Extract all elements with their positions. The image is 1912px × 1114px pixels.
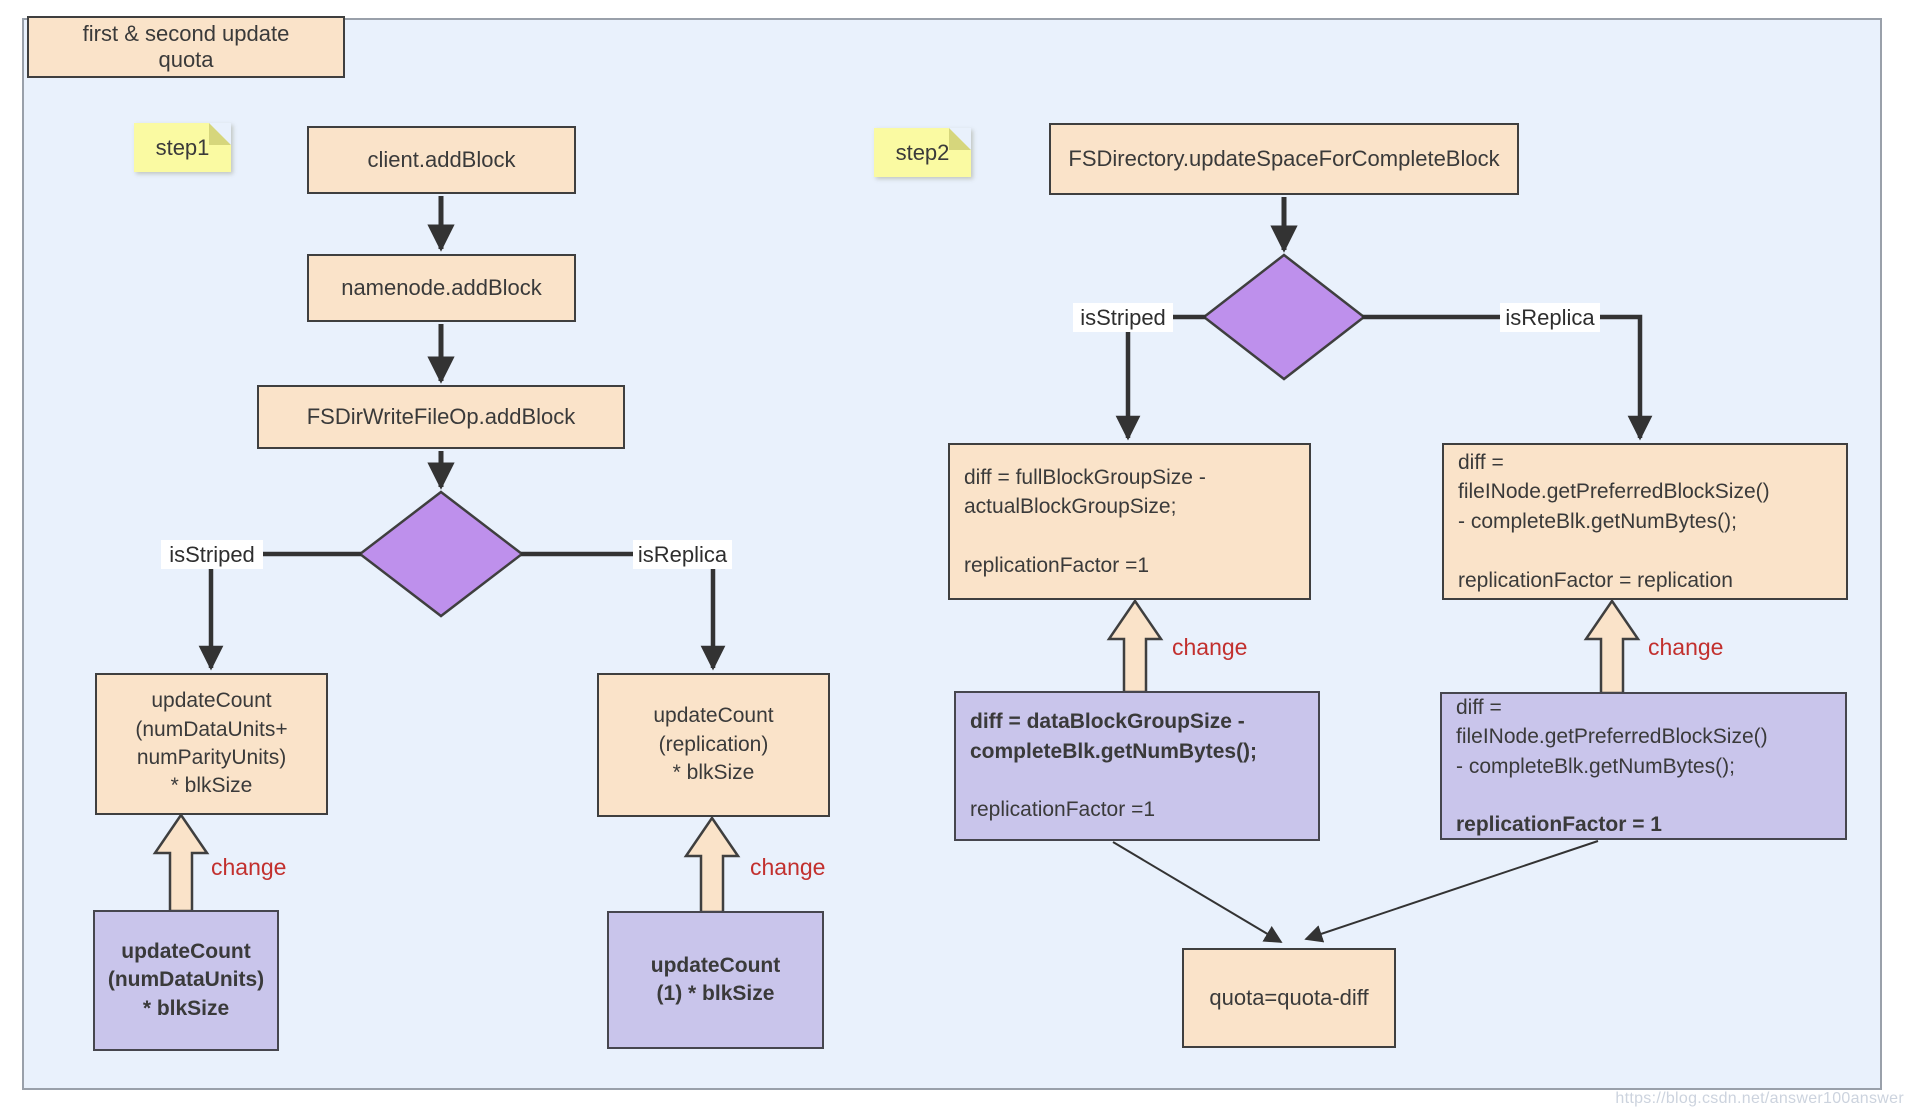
change-label-step1-striped: change	[211, 854, 287, 880]
changed-code-normal: diff = fileINode.getPreferredBlockSize()…	[1456, 695, 1768, 778]
arrow-striped-branch-step2	[1115, 314, 1206, 441]
sticky-note-step1: step1	[134, 123, 231, 172]
node-updatecount-striped-changed: updateCount (numDataUnits) * blkSize	[93, 910, 279, 1051]
node-diff-striped-changed: diff = dataBlockGroupSize - completeBlk.…	[954, 691, 1320, 841]
change-label-step2-replica: change	[1648, 634, 1724, 660]
branch-label-isstriped-step1: isStriped	[161, 540, 263, 569]
arrow-striped-to-quota	[1112, 841, 1283, 943]
node-namenode-addblock: namenode.addBlock	[307, 254, 576, 322]
node-updatecount-replica: updateCount (replication) * blkSize	[597, 673, 830, 817]
sticky-note-step2: step2	[874, 128, 971, 177]
change-block-arrow-step2-replica	[1583, 598, 1641, 695]
branch-label-isreplica-step2: isReplica	[1500, 303, 1600, 332]
arrow-replica-branch-step1	[521, 551, 726, 671]
node-client-addblock: client.addBlock	[307, 126, 576, 194]
changed-code-bold: replicationFactor = 1	[1456, 812, 1662, 836]
node-updatecount-striped: updateCount (numDataUnits+ numParityUnit…	[95, 673, 328, 815]
change-block-arrow-step1-replica	[683, 815, 741, 914]
watermark-url: https://blog.csdn.net/answer100answer	[1615, 1090, 1904, 1107]
node-fsdirectory-updatespace: FSDirectory.updateSpaceForCompleteBlock	[1049, 123, 1519, 195]
change-label-step2-striped: change	[1172, 634, 1248, 660]
node-quota-update: quota=quota-diff	[1182, 948, 1396, 1048]
decision-diamond-step1	[357, 490, 525, 618]
branch-label-isstriped-step2: isStriped	[1073, 303, 1173, 332]
changed-code-normal: replicationFactor =1	[970, 798, 1156, 822]
arrow-replica-branch-step2	[1362, 314, 1653, 441]
branch-label-isreplica-step1: isReplica	[633, 540, 732, 569]
changed-code-bold: diff = dataBlockGroupSize - completeBlk.…	[970, 710, 1258, 763]
arrow-replica-to-quota	[1304, 840, 1599, 943]
node-diff-replica: diff = fileINode.getPreferredBlockSize()…	[1442, 443, 1848, 600]
node-diff-replica-changed: diff = fileINode.getPreferredBlockSize()…	[1440, 692, 1847, 840]
node-diff-striped: diff = fullBlockGroupSize - actualBlockG…	[948, 443, 1311, 600]
change-block-arrow-step1-striped	[152, 812, 210, 913]
change-label-step1-replica: change	[750, 854, 826, 880]
node-updatecount-replica-changed: updateCount (1) * blkSize	[607, 911, 824, 1049]
decision-diamond-step2	[1201, 253, 1367, 381]
diagram-title: first & second update quota	[27, 16, 345, 78]
change-block-arrow-step2-striped	[1106, 598, 1164, 694]
arrow-striped-branch-step1	[198, 551, 361, 671]
node-fsdirwritefileop-addblock: FSDirWriteFileOp.addBlock	[257, 385, 625, 449]
